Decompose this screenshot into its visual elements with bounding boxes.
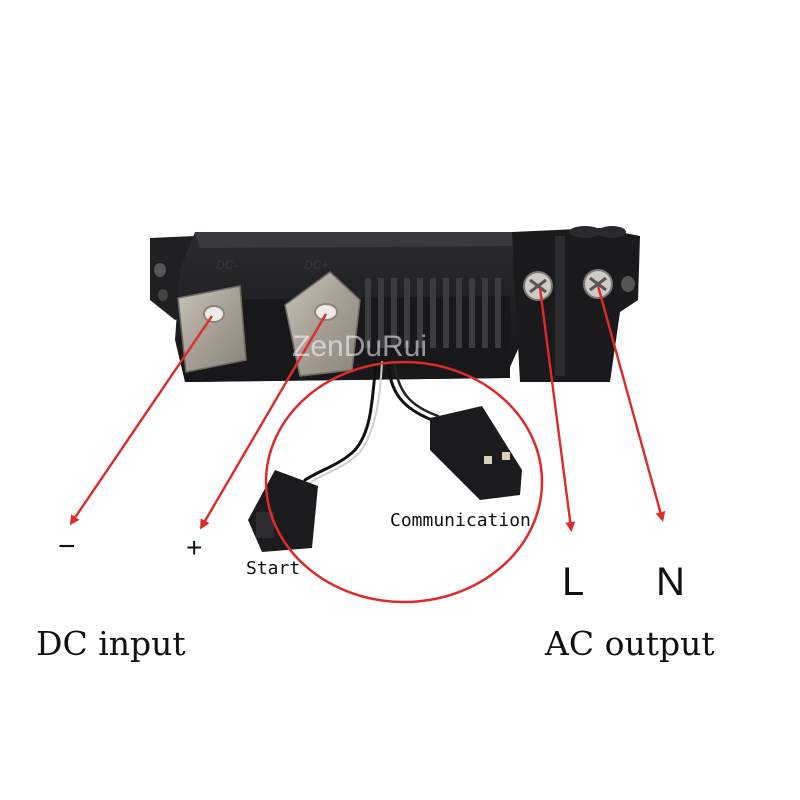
dc-minus-label: − (58, 530, 76, 563)
arrow-ac-l (538, 287, 576, 532)
arrow-ac-n (596, 285, 666, 522)
terminal-mark-dc-minus: DC- (216, 258, 238, 272)
ac-output-caption: AC output (545, 624, 715, 663)
arrow-dc-plus (199, 313, 328, 530)
arrow-dc-minus (69, 315, 213, 526)
dc-minus-tab (177, 285, 247, 373)
dc-plus-label: + (186, 532, 203, 563)
terminal-mark-dc-plus: DC+ (304, 258, 329, 272)
communication-label: Communication (390, 510, 531, 531)
screw-l (523, 271, 553, 301)
plugs-highlight-circle (264, 360, 544, 604)
annotation-arrows (69, 285, 666, 532)
communication-plug (430, 406, 522, 500)
screw-n (583, 269, 613, 299)
dc-input-caption: DC input (36, 624, 186, 663)
ac-l-label: L (562, 560, 585, 604)
contact-slots (365, 278, 501, 348)
start-label: Start (246, 558, 301, 579)
ac-n-label: N (656, 560, 685, 604)
brand-watermark: ZenDuRui (292, 330, 428, 363)
ac-terminal-block (512, 226, 640, 382)
signal-wires (303, 360, 440, 485)
